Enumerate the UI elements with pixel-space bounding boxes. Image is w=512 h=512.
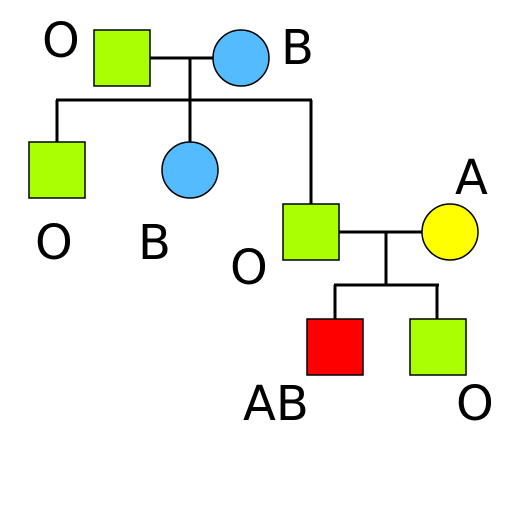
- child-2-circle: [161, 141, 219, 199]
- spouse-circle: [421, 203, 479, 261]
- union-lines-generation-1: [55, 56, 313, 204]
- grandchild-2-square: [409, 318, 467, 376]
- grandfather-square: [93, 29, 151, 87]
- grandchild-1-square: [306, 318, 364, 376]
- grandmother-label: B: [281, 20, 314, 76]
- union-lines-generation-2: [333, 230, 439, 319]
- grandmother-circle: [212, 29, 270, 87]
- child-3-label: O: [230, 240, 268, 296]
- grandfather-label: O: [42, 13, 80, 69]
- child-1-square: [28, 141, 86, 199]
- pedigree-members: [28, 29, 479, 376]
- grandchild-1-label: AB: [243, 376, 309, 432]
- child-2-label: B: [138, 215, 171, 271]
- blood-type-labels: O B O B O A AB O: [35, 13, 494, 432]
- child-3-square: [282, 203, 340, 261]
- child-1-label: O: [35, 215, 73, 271]
- spouse-label: A: [455, 150, 488, 206]
- grandchild-2-label: O: [456, 376, 494, 432]
